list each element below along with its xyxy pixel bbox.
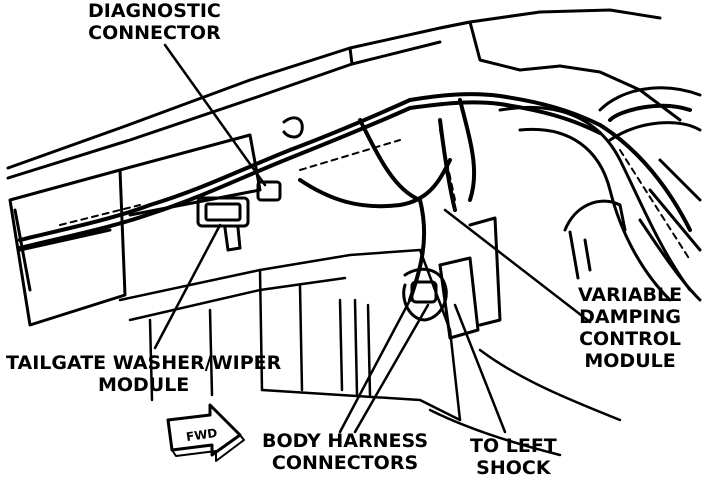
leader-diagnostic-connector (163, 43, 267, 187)
harness-dashed (59, 129, 691, 261)
floor-panel (118, 248, 622, 457)
to-left-shock-label: TO LEFT SHOCK (470, 435, 557, 479)
forward-arrow (166, 403, 245, 462)
leader-body-harness-2 (353, 303, 430, 434)
quarter-panel (498, 86, 702, 302)
wiring-harness (18, 92, 692, 302)
tailgate-washer-wiper-module-label: TAILGATE WASHER/WIPER MODULE (6, 352, 282, 396)
leader-left-shock (453, 303, 507, 434)
diagnostic-connector-label: DIAGNOSTIC CONNECTOR (88, 0, 221, 44)
variable-damping-control-module-label: VARIABLE DAMPING CONTROL MODULE (578, 284, 683, 372)
leader-body-harness-1 (338, 298, 412, 434)
leader-lines (153, 43, 592, 434)
tailgate-module-body (196, 196, 250, 252)
forward-arrow-label: FWD (185, 425, 219, 445)
body-harness-connector-body (402, 267, 448, 322)
leader-tailgate-module (153, 223, 222, 350)
body-harness-connectors-label: BODY HARNESS CONNECTORS (262, 430, 429, 474)
leader-damping-module (443, 208, 592, 324)
diagnostic-connector-body (256, 116, 304, 202)
roof-panel (6, 8, 682, 180)
shock-bracket (438, 216, 502, 340)
damping-module-bracket (563, 199, 627, 280)
